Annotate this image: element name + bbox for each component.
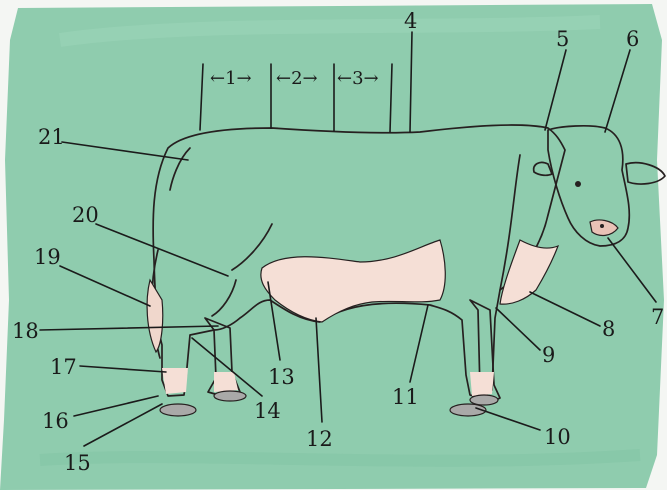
front-sock — [470, 372, 494, 396]
segment-label-2: ←2→ — [276, 68, 318, 89]
label-20: 20 — [72, 203, 99, 227]
label-15: 15 — [64, 451, 91, 475]
label-11: 11 — [392, 385, 419, 409]
label-13: 13 — [268, 365, 295, 389]
label-7: 7 — [651, 305, 664, 329]
background-streak — [40, 455, 640, 461]
label-10: 10 — [544, 425, 571, 449]
label-16: 16 — [42, 409, 69, 433]
label-4: 4 — [404, 9, 417, 33]
label-8: 8 — [602, 317, 615, 341]
label-17: 17 — [50, 355, 77, 379]
eye — [575, 181, 581, 187]
nostril — [600, 224, 604, 228]
label-5: 5 — [556, 27, 569, 51]
label-6: 6 — [626, 27, 639, 51]
label-9: 9 — [542, 343, 555, 367]
label-18: 18 — [12, 319, 39, 343]
background-wash — [0, 4, 664, 490]
segment-label-1: ←1→ — [210, 68, 252, 89]
far-hind-sock — [214, 372, 238, 392]
far-front-hoof — [470, 395, 498, 405]
hind-hoof — [160, 404, 196, 416]
segment-label-3: ←3→ — [337, 68, 379, 89]
label-21: 21 — [38, 125, 65, 149]
far-hind-hoof — [214, 391, 246, 401]
label-12: 12 — [306, 427, 333, 451]
label-19: 19 — [34, 245, 61, 269]
label-14: 14 — [254, 399, 281, 423]
